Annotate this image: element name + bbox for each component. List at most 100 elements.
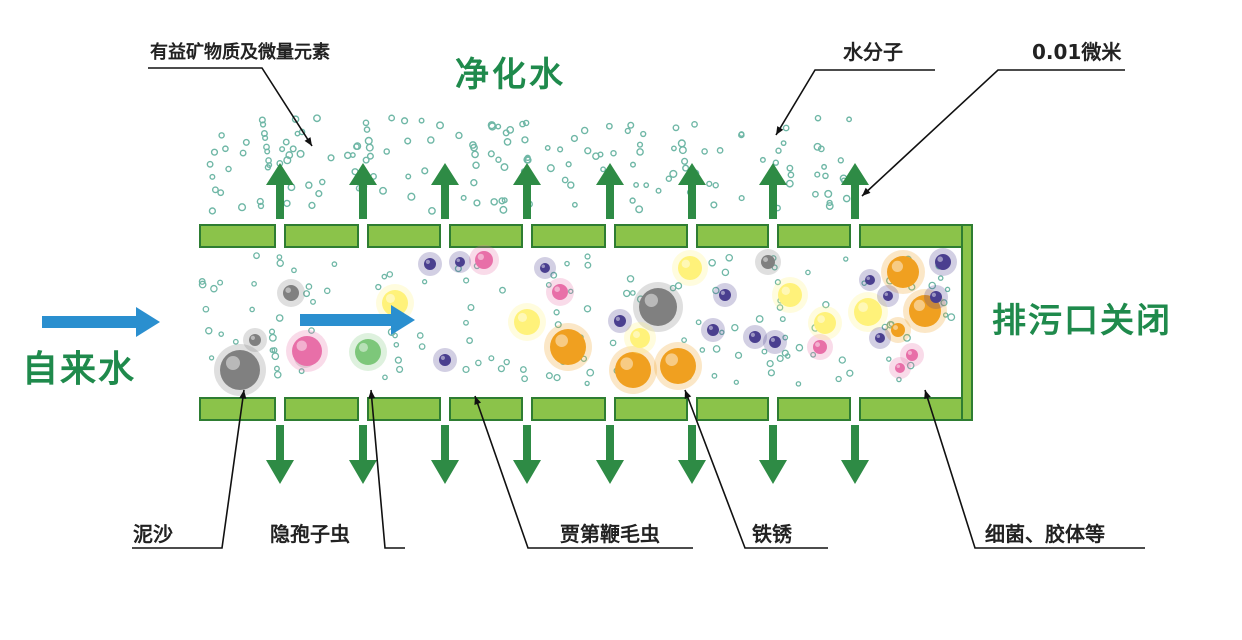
water-molecule-dot <box>554 321 562 329</box>
sand-particle-highlight <box>250 335 255 340</box>
water-molecule-dot <box>519 120 526 128</box>
water-molecule-dot <box>682 164 690 172</box>
water-molecule-dot <box>825 202 834 210</box>
cryptosporidium-particle <box>895 363 905 373</box>
down-arrow-shaft <box>769 425 777 463</box>
water-molecule-dot <box>928 281 937 290</box>
water-molecule-dot <box>584 147 592 155</box>
water-molecule-dot <box>670 145 677 152</box>
water-molecule-dot <box>393 341 400 348</box>
water-molecule-dot <box>944 286 951 293</box>
colloid-particle-highlight <box>681 259 690 268</box>
water-molecule-dot <box>627 121 635 129</box>
colloid-particle-highlight <box>517 312 527 323</box>
bacteria-particle <box>930 291 942 303</box>
up-arrow-head <box>431 163 459 185</box>
water-molecule-dot <box>522 119 530 127</box>
colloid-particle-highlight <box>817 315 826 323</box>
water-molecule-dot <box>232 338 239 345</box>
cryptosporidium-particle-highlight <box>815 342 820 347</box>
bacteria-particle-highlight <box>456 258 460 262</box>
colloid-particle <box>630 328 650 348</box>
water-molecule-dot <box>711 372 718 379</box>
callout-arrowhead <box>924 390 931 399</box>
up-arrow-shaft <box>523 183 531 219</box>
water-molecule-dot <box>846 116 853 123</box>
water-molecule-dot <box>629 197 636 204</box>
water-molecule-dot <box>308 327 315 334</box>
water-molecule-dot <box>381 273 388 280</box>
water-molecule-dot <box>396 365 404 373</box>
water-molecule-dot <box>416 332 424 339</box>
water-molecule-dot <box>814 171 821 178</box>
water-molecule-dot <box>475 359 482 367</box>
bacteria-particle-highlight <box>615 316 621 321</box>
bacteria-particle-highlight <box>425 259 430 264</box>
water-molecule-dot <box>571 201 578 208</box>
sand-particle <box>639 288 677 326</box>
water-molecule-dot <box>734 351 743 359</box>
water-molecules-layer <box>198 114 956 387</box>
callout-water-molecule: 水分子 <box>843 40 903 64</box>
rust-particle <box>891 323 905 337</box>
up-arrow-shaft <box>606 183 614 219</box>
inflow-arrow-head <box>391 305 415 335</box>
water-molecule-dot <box>812 190 819 198</box>
water-molecule-dot <box>210 148 219 156</box>
water-molecule-dot <box>291 115 300 124</box>
cryptosporidium-particle-highlight <box>477 253 484 260</box>
water-molecule-dot <box>405 173 412 180</box>
water-molecule-dot <box>701 148 708 155</box>
contaminant-particles-layer <box>214 245 957 396</box>
water-molecule-dot <box>738 131 745 139</box>
up-arrow-head <box>349 163 377 185</box>
water-molecule-dot <box>209 173 216 180</box>
water-molecule-dot <box>319 178 326 186</box>
rust-particle-highlight <box>913 299 926 311</box>
water-molecule-dot <box>846 369 854 377</box>
water-molecule-dot <box>521 136 529 144</box>
water-molecule-dot <box>629 161 637 168</box>
down-arrow-shaft <box>523 425 531 463</box>
membrane-segment <box>284 224 359 248</box>
water-molecule-dot <box>708 258 716 267</box>
water-molecule-dot <box>473 199 481 207</box>
water-molecule-dot <box>208 207 217 215</box>
giardia-particle-highlight <box>358 342 369 353</box>
water-molecule-dot <box>947 313 956 322</box>
water-molecule-dot <box>388 114 396 122</box>
water-molecule-dot <box>313 114 321 123</box>
callout-minerals: 有益矿物质及微量元素 <box>150 42 330 63</box>
water-molecule-dot <box>418 343 426 350</box>
water-molecule-dot <box>418 117 425 124</box>
water-molecule-dot <box>202 305 210 313</box>
callout-arrowhead <box>862 187 871 196</box>
bacteria-particle <box>424 258 436 270</box>
water-molecule-dot <box>239 149 247 157</box>
water-molecule-dot <box>681 337 687 344</box>
rust-particle-highlight <box>555 334 568 348</box>
colloid-particle <box>814 312 836 334</box>
down-arrow-shaft <box>359 425 367 463</box>
water-molecule-dot <box>772 159 780 166</box>
rust-particle-highlight <box>893 325 898 330</box>
water-molecule-dot <box>310 298 316 305</box>
water-molecule-dot <box>782 334 789 341</box>
colloid-particle-highlight <box>781 286 790 295</box>
membrane-segment <box>531 397 606 421</box>
water-molecule-dot <box>843 256 849 262</box>
water-molecule-dot <box>276 254 283 260</box>
callout-cryptosporidium: 隐孢子虫 <box>270 522 350 546</box>
water-molecule-dot <box>206 160 214 168</box>
water-molecule-dot <box>545 281 552 288</box>
water-molecule-dot <box>436 121 444 130</box>
water-molecule-dot <box>814 114 822 122</box>
water-molecule-dot <box>268 333 277 342</box>
water-molecule-dot <box>379 186 387 195</box>
water-molecule-dot <box>822 301 830 309</box>
inflow-arrow-shaft <box>300 314 393 326</box>
water-molecule-dot <box>629 290 636 296</box>
water-molecule-dot <box>499 205 508 214</box>
sand-particle-highlight <box>226 356 240 370</box>
